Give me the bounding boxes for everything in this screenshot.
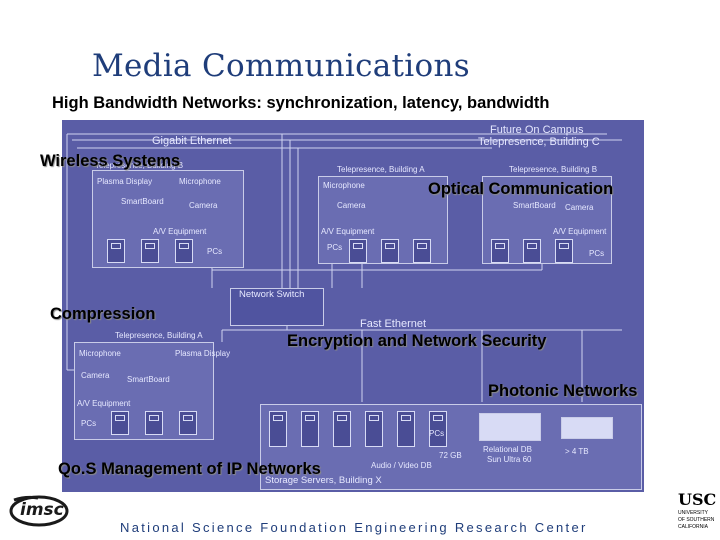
camera-label: Camera — [337, 201, 366, 210]
microphone-label: Microphone — [323, 181, 365, 190]
server-icon — [397, 411, 415, 447]
usc-logo-top: USC — [678, 490, 717, 509]
sun-ultra-label: Sun Ultra 60 — [487, 455, 532, 464]
raid-label: 72 GB — [439, 451, 462, 460]
pcs-label: PCs — [81, 419, 97, 428]
av-equipment-label: A/V Equipment — [153, 227, 207, 236]
pc-icon — [175, 239, 193, 263]
pc-icon — [413, 239, 431, 263]
future-campus-label: Future On Campus — [490, 124, 584, 136]
building-b-right-label: Telepresence, Building B — [509, 165, 598, 174]
pc-icon — [555, 239, 573, 263]
pc-icon — [523, 239, 541, 263]
future-building-label: Telepresence, Building C — [478, 136, 600, 148]
usc-logo: USC UNIVERSITY OF SOUTHERN CALIFORNIA — [676, 490, 718, 534]
pcs-label: PCs — [429, 429, 445, 438]
smartboard-label: SmartBoard — [513, 201, 556, 210]
av-equipment-label: A/V Equipment — [553, 227, 607, 236]
pcs-label: PCs — [207, 247, 223, 256]
building-b-right-box: Telepresence, Building B SmartBoard Came… — [482, 165, 612, 264]
wireless-systems-label: Wireless Systems — [40, 152, 181, 170]
encryption-label: Encryption and Network Security — [287, 332, 547, 350]
footer-text: National Science Foundation Engineering … — [120, 520, 588, 535]
compression-label: Compression — [50, 305, 156, 323]
camera-label: Camera — [565, 203, 594, 212]
server-icon — [301, 411, 319, 447]
network-switch-box: Network Switch — [230, 288, 324, 326]
tape-capacity-label: > 4 TB — [565, 447, 589, 456]
server-icon — [333, 411, 351, 447]
smartboard-label: SmartBoard — [121, 197, 164, 206]
network-switch-label: Network Switch — [239, 289, 305, 300]
pc-icon — [111, 411, 129, 435]
smartboard-label: SmartBoard — [127, 375, 170, 384]
pcs-label: PCs — [327, 243, 343, 252]
microphone-label: Microphone — [179, 177, 221, 186]
camera-label: Camera — [189, 201, 218, 210]
pc-icon — [381, 239, 399, 263]
pc-icon — [107, 239, 125, 263]
building-a-lower-label: Telepresence, Building A — [115, 331, 203, 340]
av-equipment-label: A/V Equipment — [77, 399, 131, 408]
plasma-display-label: Plasma Display — [97, 177, 153, 186]
pcs-label: PCs — [589, 249, 605, 258]
server-icon — [365, 411, 383, 447]
building-b-left-box: Telepresence, Building B Plasma Display … — [92, 161, 244, 268]
database-icon — [479, 413, 541, 441]
plasma-display-label: Plasma Display — [175, 349, 231, 358]
storage-servers-box: PCs 72 GB Audio / Video DB Storage Serve… — [260, 404, 642, 490]
pc-icon — [145, 411, 163, 435]
pc-icon — [179, 411, 197, 435]
photonic-networks-label: Photonic Networks — [488, 382, 638, 400]
pc-icon — [141, 239, 159, 263]
storage-servers-label: Storage Servers, Building X — [265, 475, 382, 486]
tape-storage-icon — [561, 417, 613, 439]
imsc-logo-mark — [9, 495, 69, 527]
audio-video-db-label: Audio / Video DB — [371, 461, 432, 470]
fast-ethernet-label: Fast Ethernet — [360, 318, 427, 330]
imsc-logo: imsc — [6, 492, 70, 530]
av-equipment-label: A/V Equipment — [321, 227, 375, 236]
camera-label: Camera — [81, 371, 110, 380]
microphone-label: Microphone — [79, 349, 121, 358]
page-title: Media Communications — [92, 48, 470, 84]
building-a-lower-box: Telepresence, Building A Microphone Plas… — [74, 331, 230, 440]
pc-icon — [349, 239, 367, 263]
usc-logo-line1: UNIVERSITY — [678, 510, 709, 516]
server-icon — [269, 411, 287, 447]
page-subtitle: High Bandwidth Networks: synchronization… — [52, 94, 550, 112]
imsc-logo-text: imsc — [20, 500, 64, 520]
building-a-label: Telepresence, Building A — [337, 165, 425, 174]
usc-logo-line2: OF SOUTHERN — [678, 517, 715, 523]
building-b-left-label: Telepresence, Building B — [95, 161, 184, 170]
server-icon — [429, 411, 447, 447]
usc-logo-line3: CALIFORNIA — [678, 524, 709, 530]
building-a-box: Telepresence, Building A Microphone Came… — [318, 165, 448, 264]
relational-db-label: Relational DB — [483, 445, 532, 454]
optical-communication-label: Optical Communication — [428, 180, 614, 198]
qos-management-label: Qo.S Management of IP Networks — [58, 460, 321, 478]
network-diagram: Gigabit Ethernet Future On Campus Telepr… — [62, 120, 644, 492]
pc-icon — [491, 239, 509, 263]
gigabit-ethernet-label: Gigabit Ethernet — [152, 135, 232, 147]
